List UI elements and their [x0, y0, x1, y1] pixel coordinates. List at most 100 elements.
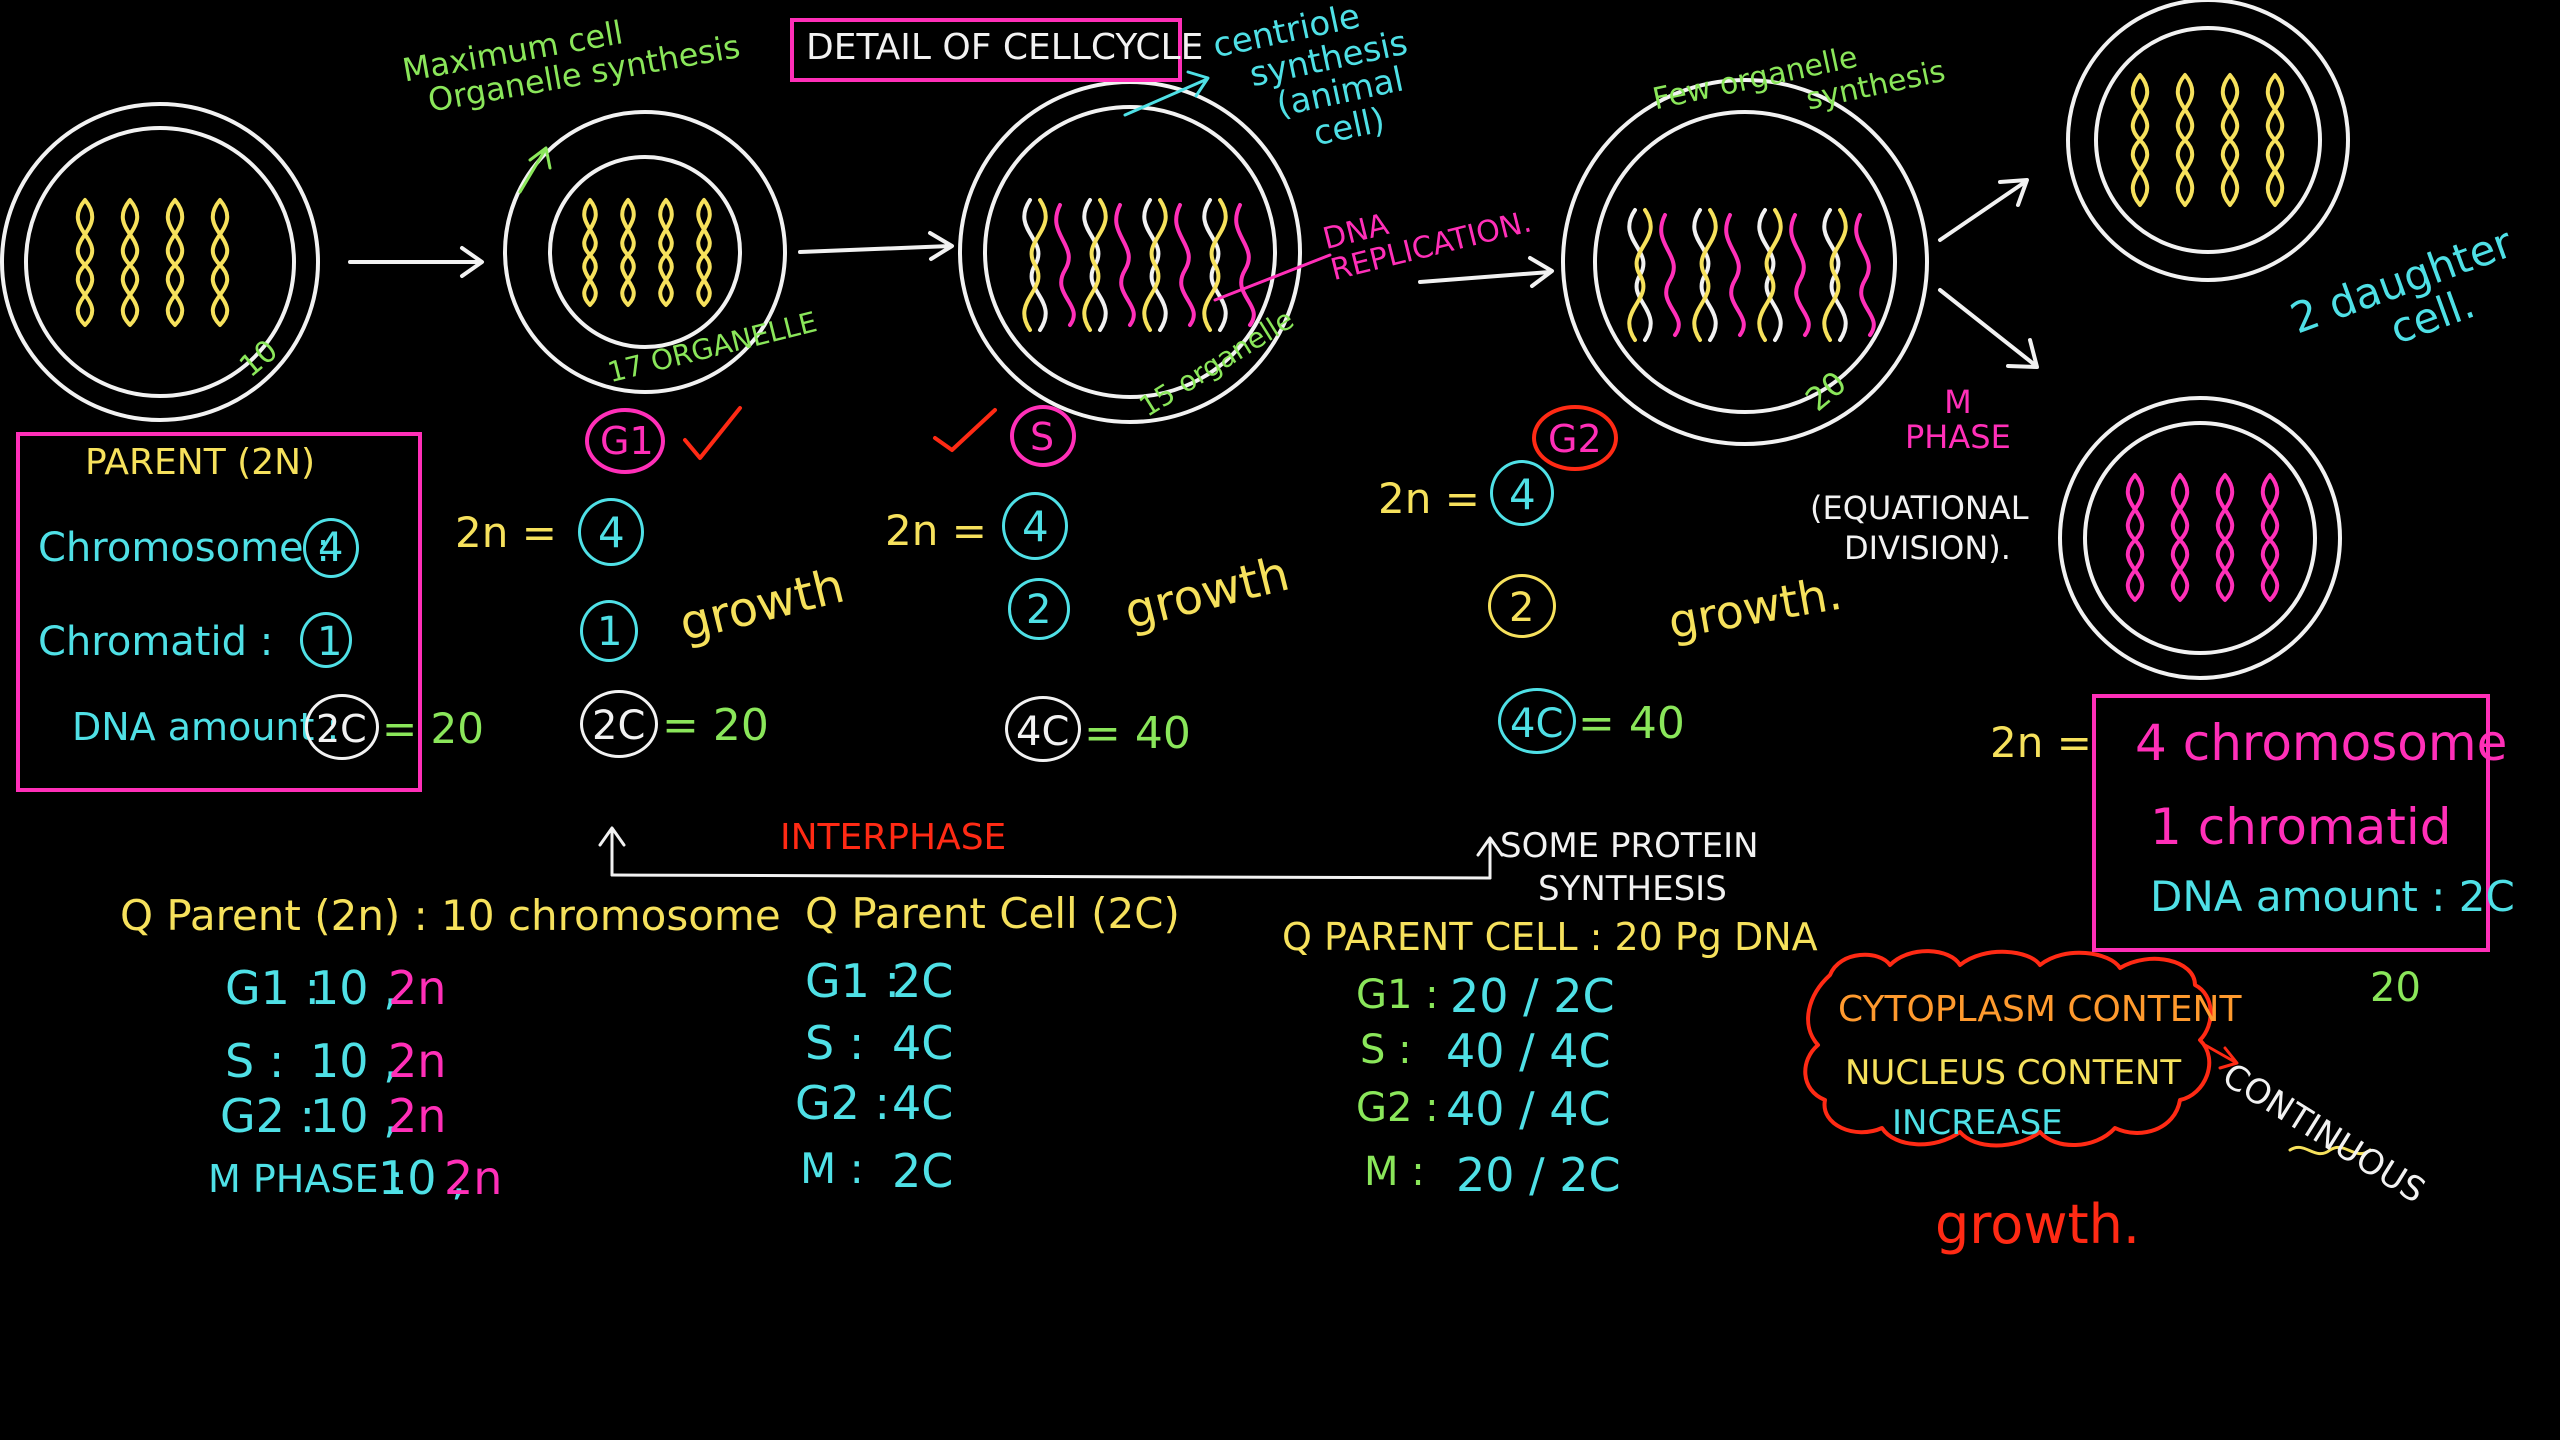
daughter-cell-top — [2066, 0, 2350, 282]
cloud-line-1: CYTOPLASM CONTENT — [1838, 989, 2242, 1030]
q2-question: Q Parent Cell (2C) — [805, 889, 1180, 938]
s-dna-value: 4C — [1016, 709, 1070, 755]
q2-row-value: 2C — [892, 1144, 954, 1198]
g2-chromatid-value: 2 — [1509, 585, 1535, 631]
flow-arrows — [348, 178, 2039, 369]
g2-dna-eq: = 40 — [1578, 698, 1685, 749]
q3-row-label: G1 : — [1356, 972, 1439, 1018]
parent-chromosome-value: 4 — [318, 525, 344, 571]
g1-chromosomes — [582, 198, 712, 307]
cloud-line-3: INCREASE — [1892, 1103, 2063, 1143]
s-phase-badge — [1010, 405, 1076, 467]
g2-chromosomes — [1627, 208, 1876, 342]
parent-box-title: PARENT (2N) — [85, 442, 316, 483]
g2-chromosome-ring — [1490, 460, 1554, 526]
q2-row-value: 2C — [892, 954, 954, 1008]
parent-chromosome-ring — [303, 518, 359, 578]
cloud-growth: growth. — [1935, 1193, 2141, 1256]
q1-row-label: G1 : — [225, 961, 321, 1015]
g2-dna-value: 4C — [1510, 701, 1564, 747]
q2-row-label: G1 : — [805, 954, 901, 1008]
g2-chromatid-ring — [1488, 574, 1556, 638]
q3-row-label: G2 : — [1356, 1085, 1439, 1131]
daughter-bottom-chromosomes — [2125, 473, 2280, 602]
q3-row-value: 40 / 4C — [1446, 1082, 1611, 1136]
g1-chromosome-value: 4 — [598, 508, 625, 557]
g1-phase-label: G1 — [600, 419, 654, 463]
s-chromatid-ring — [1008, 578, 1070, 640]
equational-label: (EQUATIONAL DIVISION). — [1810, 489, 2029, 567]
g1-dna-value: 2C — [592, 703, 646, 749]
daughter-chromatid: 1 chromatid — [2150, 798, 2452, 856]
g1-chromatid-ring — [580, 600, 638, 662]
daughter-count: 20 — [2370, 965, 2421, 1011]
s-chromosome-ring — [1002, 492, 1068, 560]
check-marks — [683, 406, 997, 460]
q1-row-label: G2 : — [220, 1089, 316, 1143]
s-chromatid-value: 2 — [1026, 587, 1052, 633]
s-phase-label: S — [1030, 415, 1055, 459]
s-dna-ring — [1005, 696, 1081, 762]
q1-row-value: 10 , — [378, 1151, 466, 1205]
g1-chromosome-ring — [578, 498, 644, 566]
q2-row-value: 4C — [892, 1076, 954, 1130]
g2-chromosome-value: 4 — [1509, 470, 1536, 519]
q1-row-value2: 2n — [444, 1151, 503, 1205]
interphase-bracket — [598, 826, 1504, 880]
g1-dna-eq: = 20 — [662, 700, 769, 751]
parent-cell — [0, 102, 320, 422]
q3-question: Q PARENT CELL : 20 Pg DNA — [1282, 915, 1818, 959]
q1-question: Q Parent (2n) : 10 chromosome — [120, 891, 781, 940]
daughter-dna: DNA amount : 2C — [2150, 872, 2515, 921]
daughter-cell-bottom — [2058, 396, 2342, 680]
parent-dna-label: DNA amount : — [72, 705, 340, 749]
q1-row-value2: 2n — [388, 1089, 447, 1143]
g1-dna-ring — [580, 690, 658, 758]
q2-row-label: S : — [805, 1016, 865, 1070]
q1-row-label: M PHASE : — [208, 1157, 404, 1201]
parent-dna-eq: = 20 — [382, 704, 484, 753]
q2-row-label: M : — [800, 1144, 864, 1193]
g2-phase-badge — [1532, 405, 1618, 471]
q2-row-value: 4C — [892, 1016, 954, 1070]
daughter-2n-label: 2n = — [1990, 718, 2092, 767]
page-title: DETAIL OF CELLCYCLE — [806, 27, 1204, 68]
g2-2n-label: 2n = — [1378, 474, 1480, 523]
parent-chromatid-ring — [300, 612, 352, 668]
s-cell — [958, 80, 1302, 424]
daughter-top-chromosomes — [2130, 73, 2285, 207]
q1-row-value: 10 , — [310, 1034, 398, 1088]
daughter-chromosome: 4 chromosome — [2135, 714, 2508, 772]
parent-dna-value: 2C — [316, 707, 367, 751]
cloud-line-2: NUCLEUS CONTENT — [1845, 1053, 2182, 1093]
g2-dna-ring — [1498, 688, 1576, 754]
g1-phase-badge — [585, 408, 665, 474]
g1-2n-label: 2n = — [455, 508, 557, 557]
interphase-label: INTERPHASE — [780, 817, 1007, 858]
q3-row-value: 20 / 2C — [1450, 969, 1615, 1023]
s-chromosomes — [1022, 198, 1256, 332]
parent-chromosome-label: Chromosome : — [38, 525, 330, 571]
parent-chromatid-value: 1 — [317, 619, 343, 665]
g2-cell — [1561, 78, 1929, 446]
q3-row-label: M : — [1364, 1149, 1425, 1195]
q3-row-label: S : — [1360, 1027, 1412, 1073]
q2-row-label: G2 : — [795, 1076, 891, 1130]
some-protein-label: SOME PROTEIN SYNTHESIS — [1500, 826, 1759, 909]
daughter-box — [2092, 694, 2490, 952]
q1-row-value: 10 , — [310, 1089, 398, 1143]
parent-chromosomes — [75, 198, 230, 327]
title-box — [790, 18, 1182, 82]
q1-row-value2: 2n — [388, 961, 447, 1015]
s-dna-eq: = 40 — [1084, 708, 1191, 759]
parent-dna-ring — [305, 694, 379, 760]
parent-chromatid-label: Chromatid : — [38, 619, 274, 665]
cloud-outline — [1803, 949, 2213, 1148]
squiggle — [2288, 1145, 2372, 1156]
m-phase-label: M PHASE — [1905, 383, 2011, 457]
q3-row-value: 40 / 4C — [1446, 1024, 1611, 1078]
s-2n-label: 2n = — [885, 506, 987, 555]
q3-row-value: 20 / 2C — [1456, 1148, 1621, 1202]
